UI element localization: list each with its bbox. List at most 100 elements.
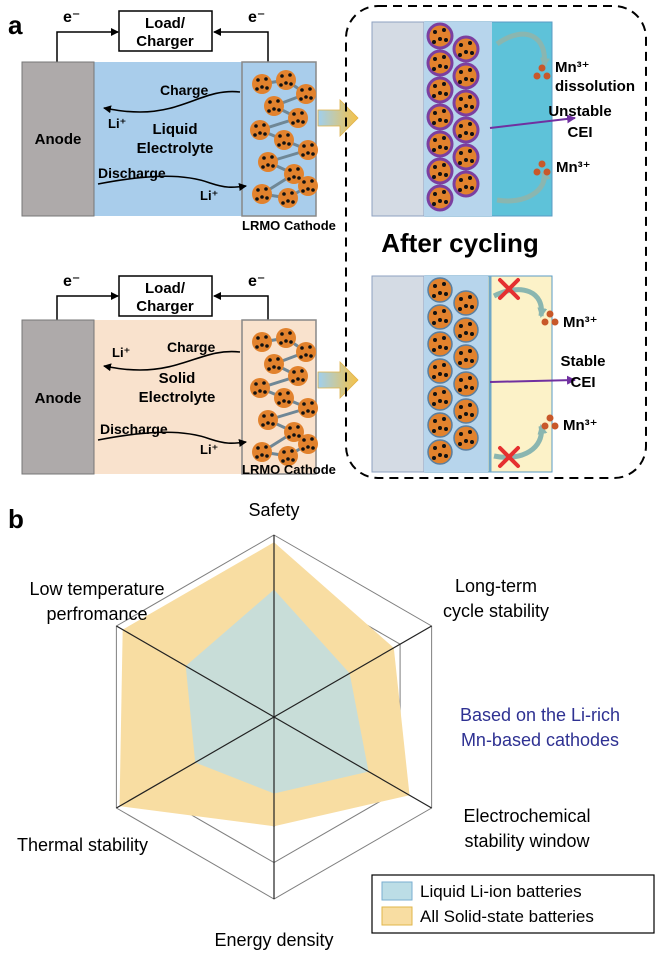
particle-dot xyxy=(468,176,472,180)
particle-dot xyxy=(444,65,448,69)
particle-dot xyxy=(444,427,448,431)
particle-dot xyxy=(470,359,474,363)
particle-dot xyxy=(468,295,472,299)
lrmo-particle xyxy=(276,328,296,348)
particle-dot xyxy=(459,405,463,409)
cathode-label: LRMO Cathode xyxy=(242,218,336,233)
mn-label-stable-2: Mn³⁺ xyxy=(563,417,598,434)
particle-dot xyxy=(433,311,437,315)
particle-dot xyxy=(306,151,310,155)
circuit-wire-left-2 xyxy=(56,292,119,320)
charge-label: Charge xyxy=(160,82,208,98)
detail-particle xyxy=(427,331,453,357)
particle-dot xyxy=(438,199,442,203)
particle-dot xyxy=(442,309,446,313)
particle-dot xyxy=(438,345,442,349)
particle-dot xyxy=(309,354,313,358)
particle-dot xyxy=(433,84,437,88)
particle-dot xyxy=(433,284,437,288)
particle-dot xyxy=(271,164,275,168)
particle-dot xyxy=(302,180,306,184)
particle-dot xyxy=(289,340,293,344)
particle-dot xyxy=(281,459,285,463)
particle-dot xyxy=(264,335,268,339)
particle-dot xyxy=(438,64,442,68)
particle-dot xyxy=(459,378,463,382)
particle-dot xyxy=(433,165,437,169)
particle-dot xyxy=(458,188,462,192)
lrmo-particle xyxy=(274,388,294,408)
particle-dot xyxy=(459,124,463,128)
particle-dot xyxy=(432,202,436,206)
particle-dot xyxy=(260,195,264,199)
particle-dot xyxy=(470,305,474,309)
particle-dot xyxy=(433,365,437,369)
legend-label-liquid: Liquid Li-ion batteries xyxy=(420,882,582,901)
particle-dot xyxy=(301,120,305,124)
detail-particle xyxy=(426,157,454,185)
particle-dot xyxy=(438,291,442,295)
lrmo-particle xyxy=(250,120,270,140)
particle-dot xyxy=(277,401,281,405)
particle-dot xyxy=(433,338,437,342)
radar-spokes xyxy=(116,535,432,899)
particle-dot xyxy=(444,346,448,350)
detail-particle xyxy=(426,22,454,50)
particle-dot xyxy=(265,454,269,458)
particle-dot xyxy=(296,377,300,381)
dissolution-arrow-top xyxy=(495,31,551,68)
particle-dot xyxy=(287,142,291,146)
particle-dot xyxy=(470,105,474,109)
lrmo-particle xyxy=(298,176,318,196)
particle-dot xyxy=(282,141,286,145)
particle-dot xyxy=(286,199,290,203)
lrmo-particle xyxy=(252,74,272,94)
particle-dot xyxy=(267,109,271,113)
particle-dot xyxy=(470,186,474,190)
particle-dot xyxy=(265,86,269,90)
particle-dot xyxy=(444,400,448,404)
mn-ion-cluster xyxy=(533,64,551,80)
solid-electrolyte-label-1: Solid xyxy=(159,370,196,387)
particle-dot xyxy=(468,122,472,126)
legend-box xyxy=(371,874,655,934)
particle-dot xyxy=(262,381,266,385)
li-label-charge-2: Li⁺ xyxy=(112,345,130,360)
particle-dot xyxy=(459,297,463,301)
particle-dot xyxy=(433,138,437,142)
particle-dot xyxy=(444,200,448,204)
radar-axis-label: Electrochemical xyxy=(463,806,590,826)
particle-dot xyxy=(300,111,304,115)
mn-ion-cluster-2 xyxy=(533,160,551,176)
mn-ion-cluster-4 xyxy=(541,414,559,430)
particle-dot xyxy=(442,136,446,140)
particle-dot xyxy=(262,414,266,418)
particle-dot xyxy=(468,68,472,72)
particle-dot xyxy=(464,131,468,135)
detail-particle xyxy=(426,184,454,212)
particle-dot xyxy=(468,349,472,353)
chart-note-line-2: Mn-based cathodes xyxy=(461,730,619,750)
particle-dot xyxy=(296,119,300,123)
lrmo-particle xyxy=(274,130,294,150)
particle-dot xyxy=(458,161,462,165)
particle-dot xyxy=(265,344,269,348)
anode-block xyxy=(21,61,95,217)
particle-dot xyxy=(290,449,294,453)
detail-particle xyxy=(426,49,454,77)
particle-dot xyxy=(262,123,266,127)
unstable-label-1: Unstable xyxy=(548,103,611,120)
particle-dot xyxy=(292,112,296,116)
electron-label-right-2: e⁻ xyxy=(248,273,265,290)
particle-dot xyxy=(263,390,267,394)
mn-label-stable-1: Mn³⁺ xyxy=(563,314,598,331)
particle-dot xyxy=(470,51,474,55)
particle-dot xyxy=(468,149,472,153)
particle-dot xyxy=(266,421,270,425)
particle-dot xyxy=(254,124,258,128)
particle-dot xyxy=(279,341,283,345)
particle-dot xyxy=(311,188,315,192)
particle-dot xyxy=(277,108,281,112)
particle-dot xyxy=(276,357,280,361)
